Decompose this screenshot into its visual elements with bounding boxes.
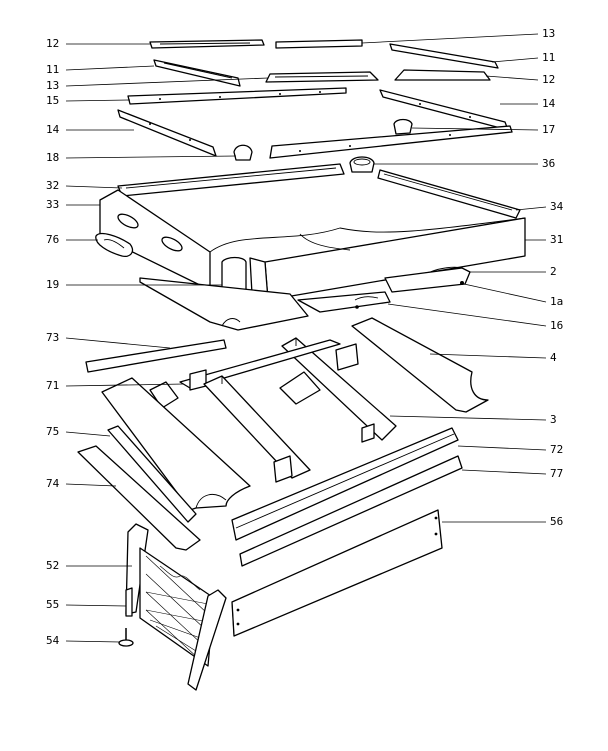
leader-lines [65,33,547,643]
cabinet-33-31 [99,163,526,301]
leveler-54 [118,628,134,647]
label-77: 77 [550,467,564,480]
leg-55 [125,587,133,617]
label-19: 19 [46,278,60,291]
crossmember-3 [281,337,397,443]
label-11-right: 11 [542,51,556,64]
rail-15 [127,87,347,105]
cushion-11-right [389,43,499,69]
label-14-right: 14 [542,97,556,110]
rail-13-mid [265,71,379,83]
rail-72 [231,427,459,541]
label-16: 16 [550,319,564,332]
label-55: 55 [46,598,60,611]
frame-board-large [101,377,251,511]
label-18: 18 [46,151,60,164]
label-12-right: 12 [542,73,556,86]
label-54: 54 [46,634,60,647]
label-4: 4 [550,351,557,364]
rail-77 [239,455,463,567]
slate-1a [384,266,471,293]
label-74: 74 [46,477,60,490]
label-14-left: 14 [46,123,60,136]
label-73: 73 [46,331,60,344]
pocket-36 [349,156,375,173]
label-36: 36 [542,157,556,170]
board-75 [107,425,197,523]
label-56: 56 [550,515,564,528]
label-75: 75 [46,425,60,438]
label-33: 33 [46,198,60,211]
label-34: 34 [550,200,564,213]
label-72: 72 [550,443,564,456]
rail-17 [269,118,513,159]
label-13-left: 13 [46,79,60,92]
board-73 [85,339,227,373]
board-4 [351,317,489,413]
slate-19 [139,277,309,331]
label-17: 17 [542,123,556,136]
rail-12-top [149,39,265,49]
label-11-left: 11 [46,63,60,76]
label-31: 31 [550,233,564,246]
rail-14-left [117,109,217,157]
label-52: 52 [46,559,60,572]
slate-16 [297,291,391,313]
label-3: 3 [550,413,557,426]
label-1a: 1a [550,295,564,308]
leg-56 [231,509,443,637]
label-32: 32 [46,179,60,192]
board-74 [77,445,201,551]
label-76: 76 [46,233,60,246]
rail-12-mid [394,69,491,81]
label-2: 2 [550,265,557,278]
rail-13-top [275,39,363,49]
leg-52 [125,523,227,691]
label-71: 71 [46,379,60,392]
cushion-11-left [153,59,241,87]
label-13-top-right: 13 [542,27,556,40]
pocket-18 [233,144,253,161]
label-15: 15 [46,94,60,107]
frame-71 [149,339,359,483]
label-13-12-left: 12 [46,37,60,50]
pocket-liner-76 [95,232,134,258]
